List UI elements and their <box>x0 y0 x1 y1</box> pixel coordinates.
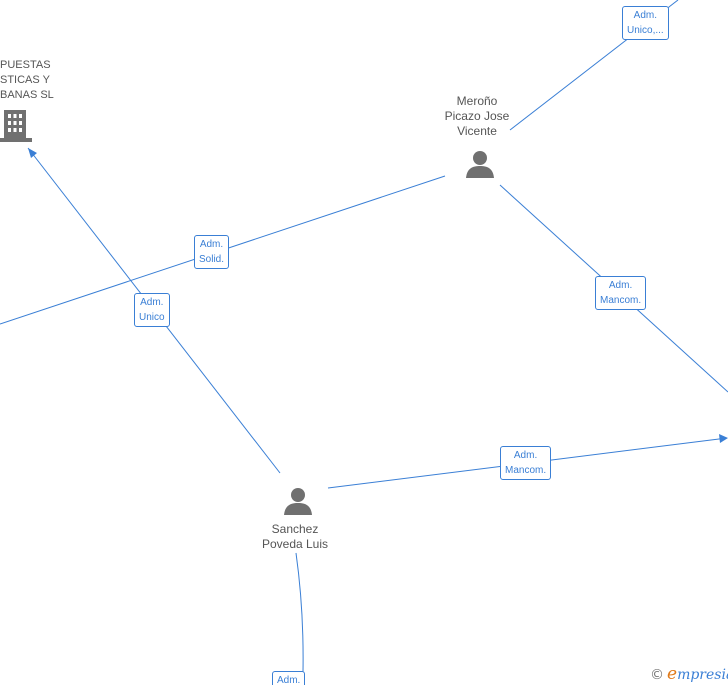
person-icon[interactable] <box>283 486 313 516</box>
building-icon <box>0 110 32 142</box>
edge-label-adm-mancom-lower[interactable]: Adm. Mancom. <box>500 446 552 480</box>
edge-label-line: Adm. <box>633 10 658 21</box>
edge-label-adm-unico[interactable]: Adm. Unico <box>134 293 170 327</box>
company-name-line-1: PUESTAS <box>0 59 51 71</box>
brand-name: mpresia <box>677 667 728 683</box>
company-name-line-2: STICAS Y <box>0 74 50 86</box>
edge-label-line: Adm. <box>199 239 224 250</box>
copyright-symbol: © <box>650 667 664 683</box>
person-icon[interactable] <box>465 149 495 179</box>
person-name-line: Picazo Jose <box>444 109 510 123</box>
person-name-line: Poveda Luis <box>261 537 329 551</box>
brand-initial: e <box>667 664 678 684</box>
edge-label-line: Adm. <box>140 297 164 308</box>
person-name-line: Vicente <box>457 124 497 138</box>
edge-label-line: Solid. <box>199 254 225 265</box>
edge-label-line: Adm. <box>277 675 301 686</box>
person-name-sanchez: Sanchez Poveda Luis <box>240 522 350 552</box>
edge-label-line: Unico <box>139 312 165 323</box>
edge-label-line: Adm. <box>608 280 633 291</box>
edge-label-adm-mancom-upper[interactable]: Adm. Mancom. <box>595 276 647 310</box>
empresia-logo: ©empresia <box>650 664 728 684</box>
edge-label-adm-unico-top[interactable]: Adm. Unico,... <box>622 6 669 40</box>
company-name-line-3: BANAS SL <box>0 89 54 101</box>
edge-label-adm-bottom[interactable]: Adm. <box>272 671 306 686</box>
edge-label-line: Adm. <box>513 450 538 461</box>
edge-label-line: Mancom. <box>600 295 642 306</box>
person-name-line: Sanchez <box>271 522 319 536</box>
edge-label-line: Unico,... <box>627 25 664 36</box>
arrow-head-company <box>28 148 37 158</box>
person-name-line: Meroño <box>456 94 498 108</box>
edge-sanchez-to-bottom <box>295 552 304 673</box>
person-name-merono: Meroño Picazo Jose Vicente <box>422 94 532 139</box>
edge-label-adm-solid[interactable]: Adm. Solid. <box>194 235 230 269</box>
edge-label-line: Mancom. <box>505 465 547 476</box>
arrow-head-right <box>719 434 728 443</box>
